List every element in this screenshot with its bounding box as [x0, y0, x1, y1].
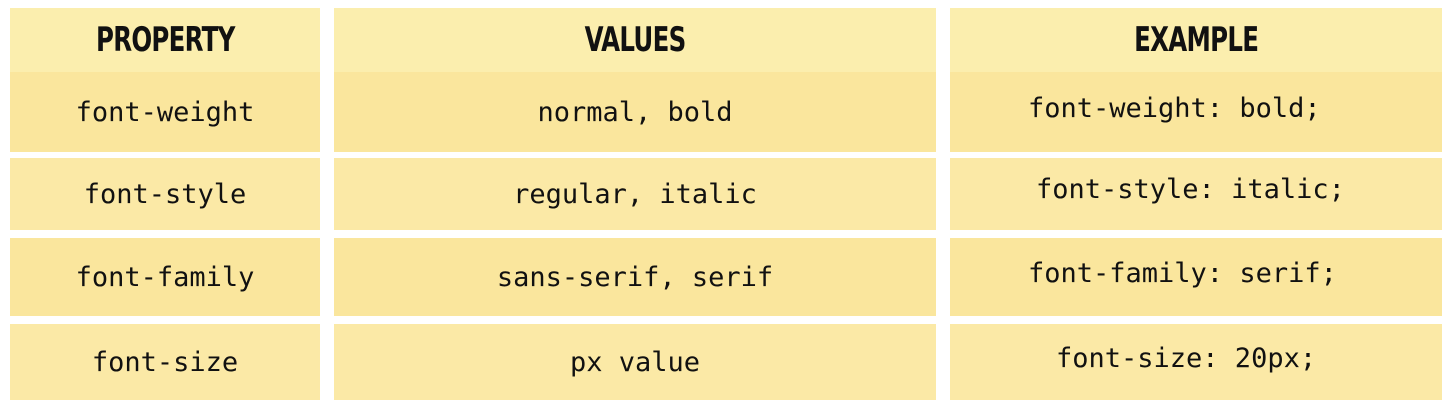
table-cell-example: font-weight: bold; [950, 72, 1442, 152]
table-cell-property: font-weight [10, 72, 320, 152]
header-example-label: EXAMPLE [1133, 20, 1259, 60]
table-cell-example: font-style: italic; [950, 158, 1442, 230]
header-values-label: VALUES [584, 20, 687, 60]
header-example: EXAMPLE [950, 8, 1442, 72]
table-cell-property: font-size [10, 324, 320, 400]
table-cell-values: sans-serif, serif [334, 238, 936, 316]
table-cell-values: regular, italic [334, 158, 936, 230]
table-cell-property: font-family [10, 238, 320, 316]
table-cell-values: px value [334, 324, 936, 400]
header-property: PROPERTY [10, 8, 320, 72]
table-cell-example: font-size: 20px; [950, 324, 1442, 400]
table-cell-values: normal, bold [334, 72, 936, 152]
header-property-label: PROPERTY [95, 20, 235, 60]
header-values: VALUES [334, 8, 936, 72]
table-cell-property: font-style [10, 158, 320, 230]
table-cell-example: font-family: serif; [950, 238, 1442, 316]
